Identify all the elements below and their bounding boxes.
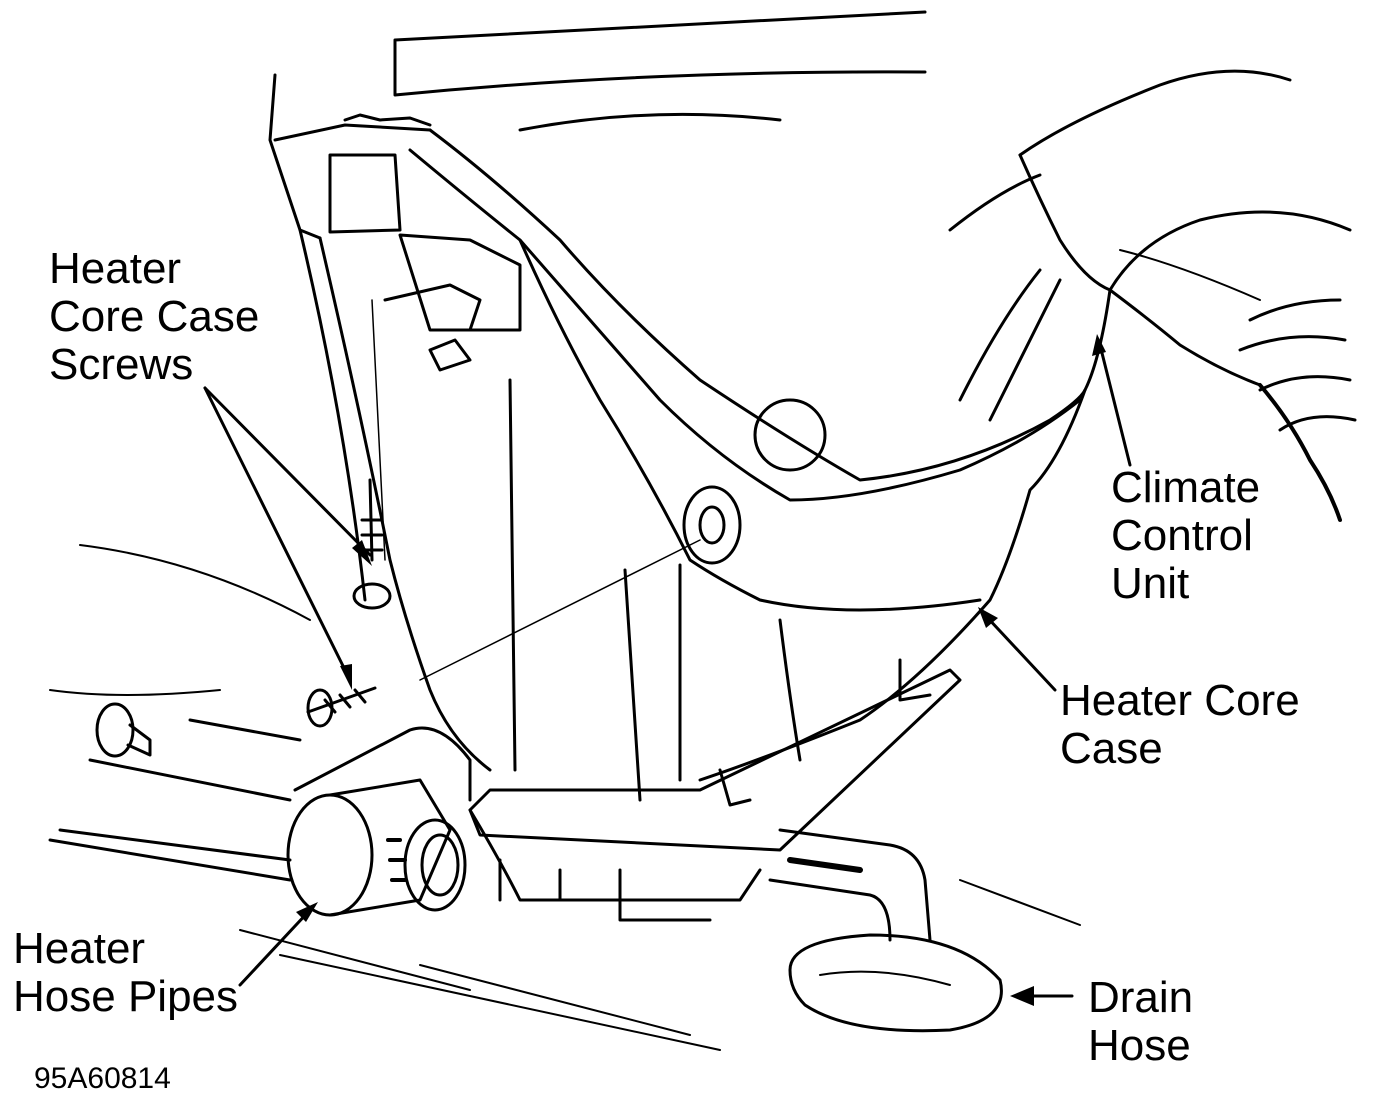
label-line: Hose Pipes	[13, 972, 239, 1021]
label-line: Heater	[49, 244, 182, 293]
label-line: Core Case	[49, 292, 260, 341]
screw-hardware	[95, 478, 392, 758]
label-line: Climate	[1111, 463, 1261, 512]
label-climate-control-unit: Climate Control Unit	[1111, 464, 1260, 608]
label-line: Case	[1060, 724, 1163, 773]
case-screw-boss	[682, 485, 742, 565]
label-heater-core-case-screws: Heater Core Case Screws	[49, 245, 259, 389]
label-line: Heater Core	[1060, 676, 1300, 725]
case-base	[468, 658, 962, 922]
label-line: Heater	[13, 924, 146, 973]
left-housing	[268, 73, 492, 772]
label-heater-hose-pipes: Heater Hose Pipes	[13, 925, 238, 1021]
label-line: Unit	[1111, 559, 1190, 608]
upper-duct	[393, 10, 927, 132]
label-line: Control	[1111, 511, 1253, 560]
floor-lines	[49, 544, 1081, 1051]
heater-hose-pipes	[48, 718, 472, 917]
label-line: Screws	[49, 340, 194, 389]
case-fittings	[383, 233, 522, 372]
leader-lines	[203, 299, 1132, 998]
label-drain-hose: Drain Hose	[1088, 974, 1193, 1070]
figure-id: 95A60814	[34, 1062, 171, 1095]
arrowheads	[296, 334, 1106, 1006]
label-line: Drain	[1088, 973, 1194, 1022]
label-line: Hose	[1088, 1021, 1191, 1070]
climate-control-unit	[1018, 69, 1357, 522]
heater-core-case	[408, 128, 1087, 802]
drain-hose	[768, 828, 1003, 1033]
label-heater-core-case: Heater Core Case	[1060, 677, 1300, 773]
